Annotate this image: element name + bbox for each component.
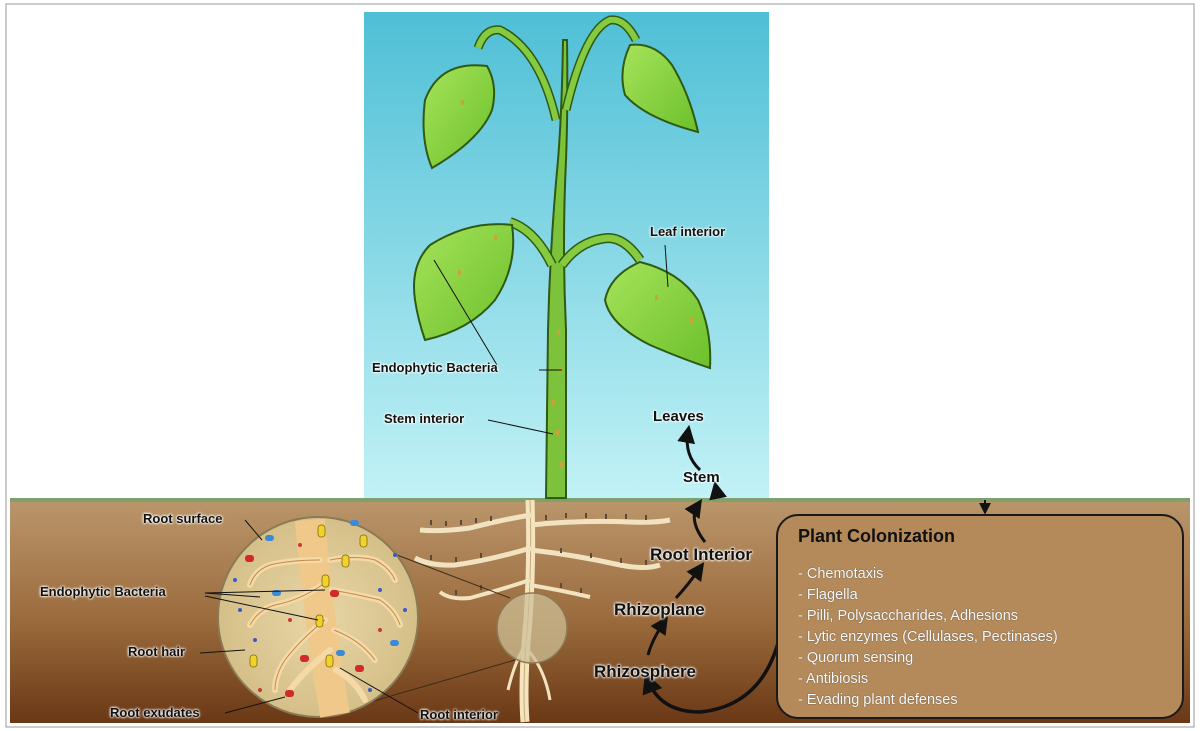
colonization-item: - Flagella	[798, 585, 1058, 606]
label-leaf-interior: Leaf interior	[650, 224, 725, 239]
colonization-item: - Chemotaxis	[798, 564, 1058, 585]
colonization-item: - Quorum sensing	[798, 648, 1058, 669]
label-root-hair: Root hair	[128, 644, 185, 659]
label-root-surface: Root surface	[143, 511, 222, 526]
label-root-interior-zoom: Root interior	[420, 707, 498, 722]
arrow-to-stem	[716, 488, 718, 498]
plant-colonization-box: Plant Colonization - Chemotaxis - Flagel…	[776, 514, 1184, 719]
colonization-item: - Lytic enzymes (Cellulases, Pectinases)	[798, 627, 1058, 648]
label-rhizosphere: Rhizosphere	[594, 662, 696, 682]
root-zoom-circle	[218, 517, 418, 717]
label-root-exudates: Root exudates	[110, 705, 200, 720]
plant-colonization-title: Plant Colonization	[798, 526, 955, 547]
label-stem: Stem	[683, 469, 720, 486]
label-leaves: Leaves	[653, 408, 704, 425]
label-endophytic-bacteria-plant: Endophytic Bacteria	[372, 360, 498, 375]
colonization-item: - Pilli, Polysaccharides, Adhesions	[798, 606, 1058, 627]
zoom-source-circle	[497, 593, 567, 663]
label-endophytic-bacteria-root: Endophytic Bacteria	[40, 584, 166, 599]
label-root-interior-flow: Root Interior	[650, 545, 752, 565]
label-rhizoplane: Rhizoplane	[614, 600, 705, 620]
colonization-item: - Antibiosis	[798, 669, 1058, 690]
label-stem-interior: Stem interior	[384, 411, 464, 426]
plant-colonization-list: - Chemotaxis - Flagella - Pilli, Polysac…	[798, 564, 1058, 711]
colonization-item: - Evading plant defenses	[798, 690, 1058, 711]
